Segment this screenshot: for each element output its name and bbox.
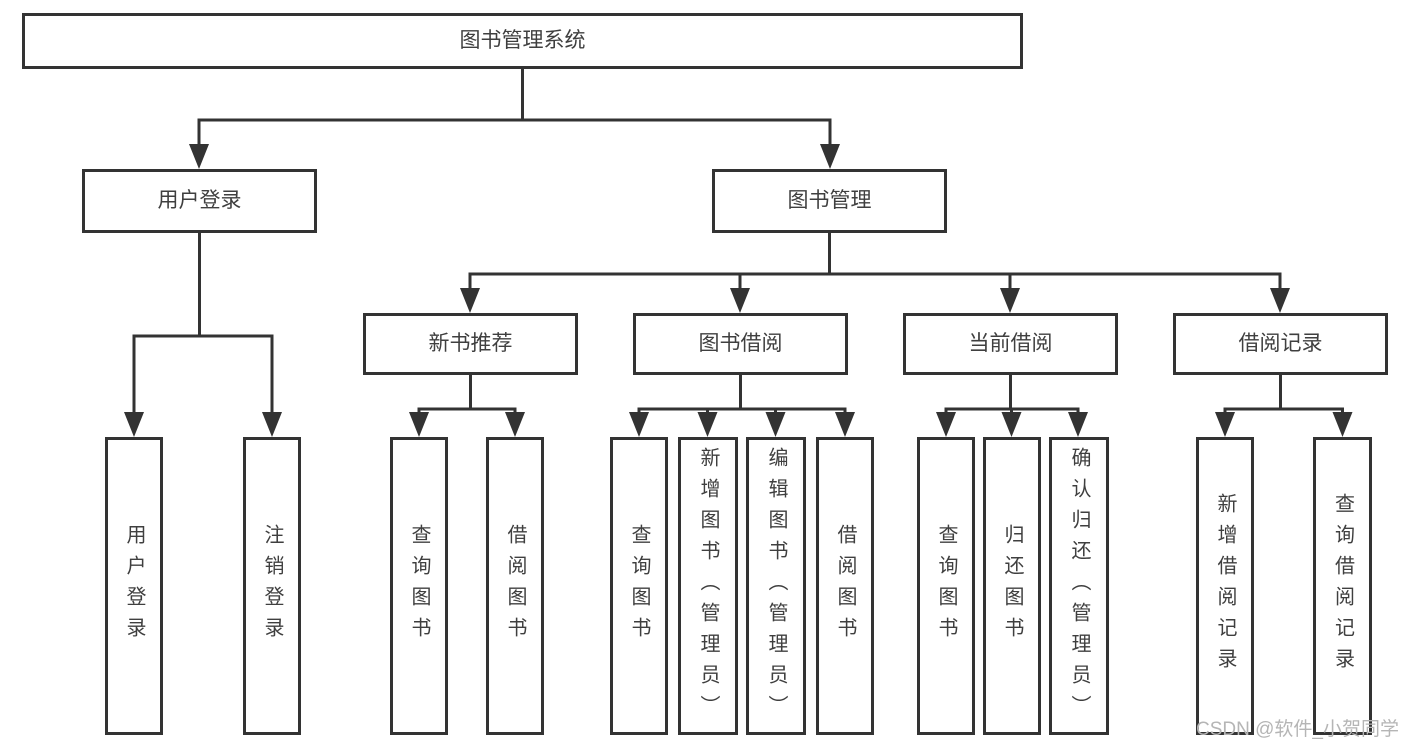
- node-label: 查询图书: [935, 524, 957, 648]
- node-label: 借阅图书: [504, 524, 526, 648]
- node-label: 借阅记录: [1238, 332, 1323, 356]
- leaf-confirm-return-admin: 确认归还（管理员）: [1049, 437, 1109, 735]
- node-book-management: 图书管理: [712, 169, 947, 233]
- node-borrow-records: 借阅记录: [1173, 313, 1388, 375]
- leaf-add-borrow-record: 新增借阅记录: [1196, 437, 1254, 735]
- node-label: 用户登录: [123, 524, 145, 648]
- node-label: 图书管理: [787, 189, 872, 213]
- leaf-borrow-books: 借阅图书: [816, 437, 874, 735]
- node-label: 新增借阅记录: [1214, 493, 1236, 679]
- arrowheads: [124, 144, 1353, 437]
- connector-paths: [132, 69, 1344, 414]
- leaf-return-books: 归还图书: [983, 437, 1041, 735]
- node-label: 查询图书: [628, 524, 650, 648]
- node-label: 用户登录: [157, 189, 242, 213]
- csdn-watermark: CSDN @软件_小贺同学: [1196, 719, 1399, 740]
- node-label: 编辑图书（管理员）: [765, 446, 787, 726]
- leaf-user-login: 用户登录: [105, 437, 163, 735]
- leaf-logout: 注销登录: [243, 437, 301, 735]
- leaf-query-books-recommend: 查询图书: [390, 437, 448, 735]
- node-book-borrow: 图书借阅: [633, 313, 848, 375]
- node-book-management-system: 图书管理系统: [22, 13, 1023, 69]
- node-label: 归还图书: [1001, 524, 1023, 648]
- node-label: 图书借阅: [698, 332, 783, 356]
- node-label: 查询借阅记录: [1331, 493, 1354, 679]
- node-label: 图书管理系统: [459, 29, 586, 53]
- node-label: 注销登录: [261, 524, 283, 648]
- leaf-query-books-current: 查询图书: [917, 437, 975, 735]
- node-label: 新增图书（管理员）: [697, 446, 719, 726]
- node-label: 借阅图书: [834, 524, 856, 648]
- leaf-edit-books-admin: 编辑图书（管理员）: [746, 437, 806, 735]
- node-label: 新书推荐: [428, 332, 513, 356]
- node-new-book-recommend: 新书推荐: [363, 313, 578, 375]
- node-label: 查询图书: [408, 524, 430, 648]
- node-label: 确认归还（管理员）: [1068, 446, 1090, 726]
- node-label: 当前借阅: [968, 332, 1053, 356]
- node-current-borrow: 当前借阅: [903, 313, 1118, 375]
- leaf-add-books-admin: 新增图书（管理员）: [678, 437, 738, 735]
- node-user-login: 用户登录: [82, 169, 317, 233]
- leaf-query-borrow-record: 查询借阅记录: [1313, 437, 1372, 735]
- leaf-query-books-borrow: 查询图书: [610, 437, 668, 735]
- leaf-borrow-books-recommend: 借阅图书: [486, 437, 544, 735]
